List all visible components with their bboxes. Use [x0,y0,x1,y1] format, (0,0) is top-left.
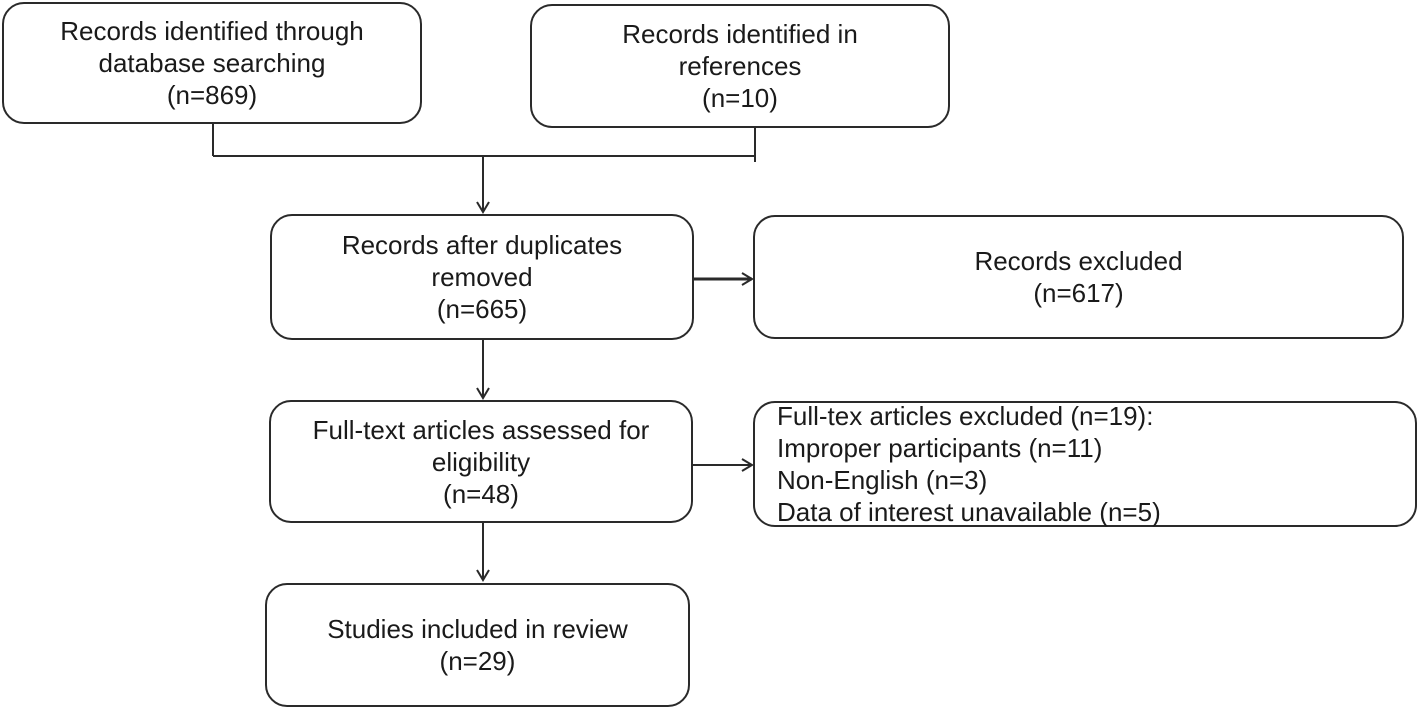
database-search-count: (n=869) [166,80,258,110]
studies-included-count: (n=29) [439,646,516,676]
records-excluded-count: (n=617) [1033,278,1124,308]
after-duplicates-box: Records after duplicates removed (n=665) [270,214,694,340]
full-text-excluded-reason-data-unavailable: Data of interest unavailable (n=5) [777,497,1161,527]
records-excluded-box: Records excluded (n=617) [753,215,1404,339]
full-text-excluded-box: Full-tex articles excluded (n=19): Impro… [753,401,1417,527]
studies-included-line-1: Studies included in review [327,614,628,644]
references-box: Records identified in references (n=10) [530,4,950,128]
full-text-assessed-box: Full-text articles assessed for eligibil… [269,400,693,523]
after-duplicates-line-1: Records after duplicates [341,230,623,260]
after-duplicates-line-2: removed [431,262,533,292]
studies-included-box: Studies included in review (n=29) [265,583,690,707]
after-duplicates-count: (n=665) [436,294,528,324]
full-text-assessed-count: (n=48) [443,478,519,509]
references-line-1: Records identified in [622,19,858,49]
database-search-line-1: Records identified through [60,16,364,46]
full-text-excluded-reason-non-english: Non-English (n=3) [777,465,988,495]
full-text-assessed-line-2: eligibility [431,446,531,477]
references-count: (n=10) [702,83,778,113]
full-text-assessed-line-1: Full-text articles assessed for [312,414,650,445]
full-text-excluded-heading: Full-tex articles excluded (n=19): [777,401,1154,431]
full-text-excluded-reason-improper-participants: Improper participants (n=11) [777,433,1103,463]
database-search-line-2: database searching [98,48,326,78]
records-excluded-line-1: Records excluded [974,246,1183,276]
database-search-box: Records identified through database sear… [2,2,422,124]
references-line-2: references [678,51,802,81]
